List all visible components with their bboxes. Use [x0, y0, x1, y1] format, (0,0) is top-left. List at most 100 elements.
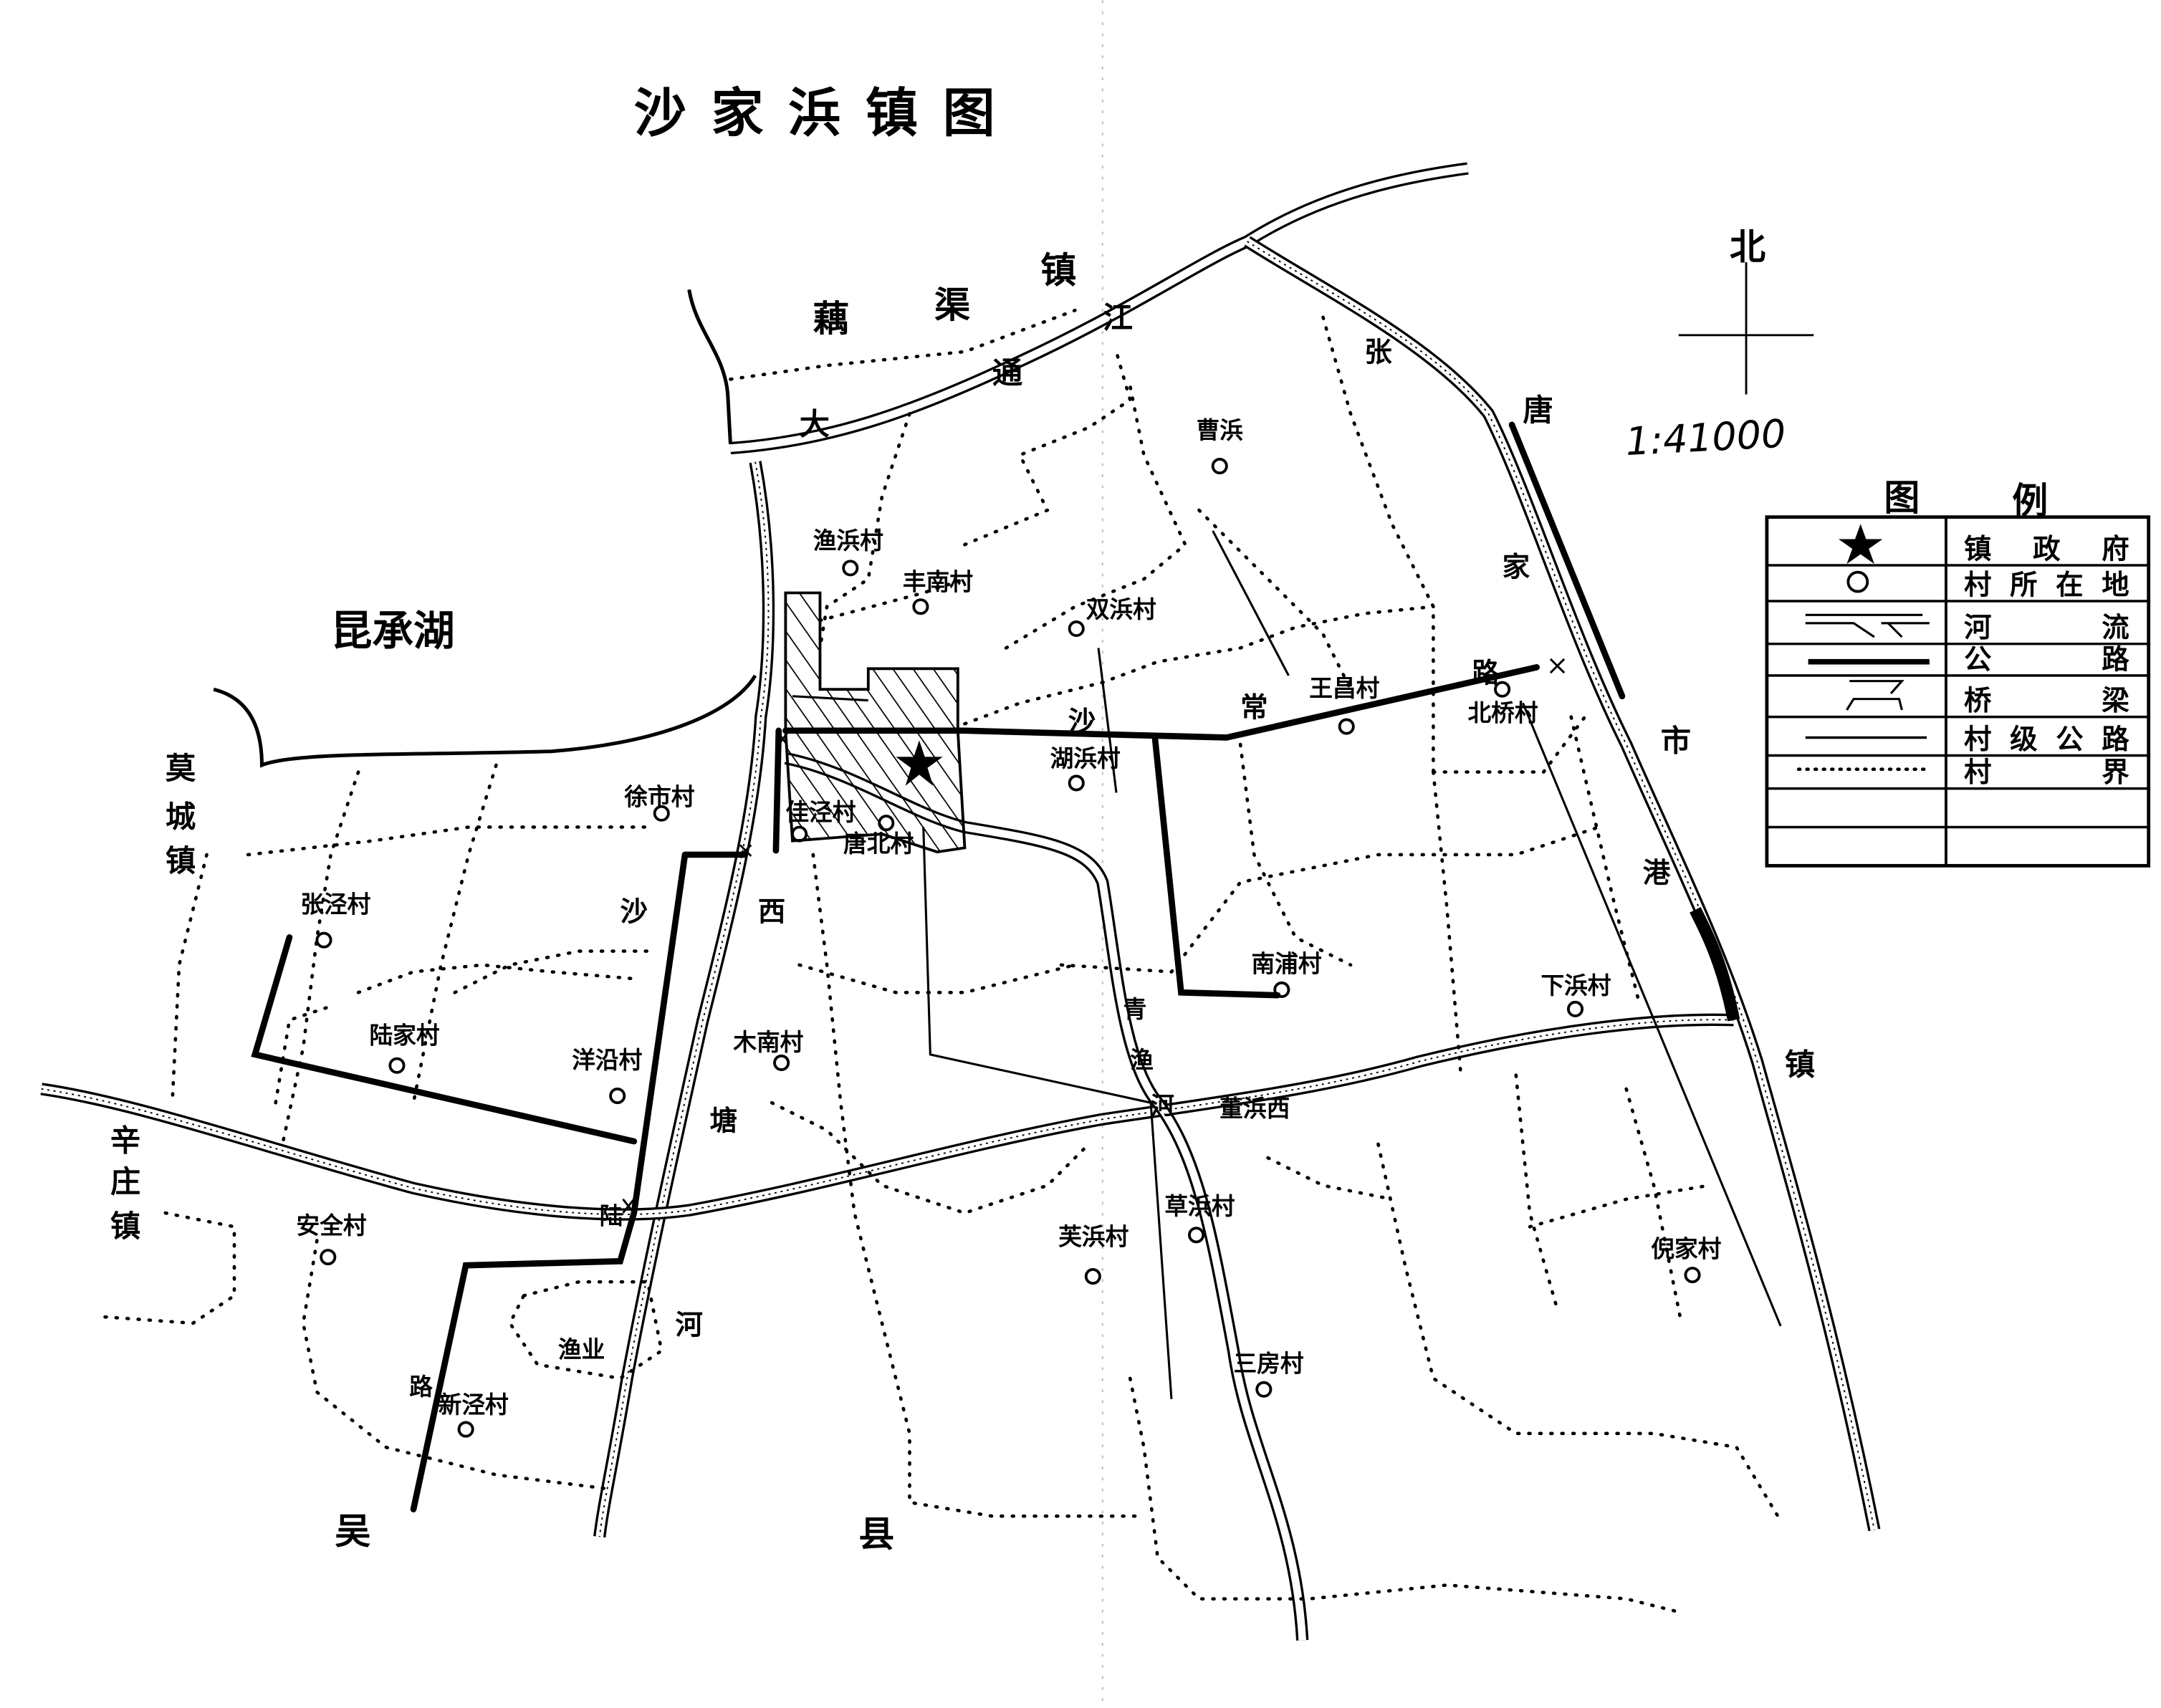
bridge-icon — [622, 658, 1566, 1214]
village-seat-circle-icon — [653, 805, 670, 822]
svg-text:西: 西 — [758, 896, 785, 928]
svg-text:塘: 塘 — [710, 1105, 737, 1138]
svg-text:青: 青 — [1123, 996, 1147, 1023]
svg-text:沙: 沙 — [1068, 706, 1096, 738]
villages: 曹浜渔浜村丰南村双浜村王昌村北桥村湖浜村徐市村佳泾村唐北村张泾村南浦村下浜村陆家… — [297, 417, 1722, 1438]
village-seat-circle-icon — [1068, 620, 1085, 638]
svg-text:江: 江 — [1103, 300, 1133, 335]
village-label: 北桥村 — [1467, 699, 1538, 726]
svg-text:路: 路 — [1472, 658, 1500, 690]
svg-text:辛: 辛 — [110, 1123, 140, 1158]
legend-label: 镇政府 — [1964, 533, 2129, 565]
village: 唐北村 — [843, 815, 914, 858]
village-label: 三房村 — [1234, 1350, 1304, 1377]
legend-label: 村级公路 — [1964, 724, 2129, 756]
river-icon — [1805, 613, 1930, 638]
village-label: 佳泾村 — [785, 799, 856, 826]
village: 芙浜村 — [1058, 1223, 1129, 1285]
village-seat-circle-icon — [842, 560, 859, 577]
village: 丰南村 — [903, 569, 973, 615]
north-label: 北 — [1730, 226, 1765, 268]
village-label: 王昌村 — [1309, 675, 1379, 702]
svg-text:例: 例 — [2012, 480, 2048, 522]
village: 曹浜 — [1197, 417, 1243, 475]
svg-text:路: 路 — [409, 1373, 433, 1401]
svg-text:莫: 莫 — [166, 751, 196, 786]
village-label: 倪家村 — [1651, 1236, 1721, 1263]
village-label: 新泾村 — [439, 1391, 509, 1419]
village-seat-circle-icon — [773, 1054, 790, 1071]
svg-text:河: 河 — [676, 1309, 703, 1341]
svg-text:大: 大 — [800, 406, 830, 441]
svg-text:吴: 吴 — [335, 1511, 370, 1553]
village: 倪家村 — [1651, 1236, 1722, 1284]
svg-text:图: 图 — [1884, 477, 1920, 519]
village-label: 南浦村 — [1252, 950, 1322, 977]
village-seat-circle-icon — [1273, 981, 1290, 999]
village: 双浜村 — [1068, 596, 1156, 638]
svg-text:镇: 镇 — [1785, 1047, 1815, 1083]
legend-label: 村界 — [1964, 757, 2129, 789]
village-seat-circle-icon — [1084, 1268, 1101, 1285]
village-label: 安全村 — [297, 1212, 367, 1239]
village-label: 木南村 — [732, 1029, 803, 1056]
svg-text:唐: 唐 — [1523, 393, 1553, 428]
village-seat-circle-icon — [1068, 774, 1085, 792]
village-seat-circle-icon — [457, 1421, 474, 1438]
village-label: 下浜村 — [1541, 972, 1611, 999]
village-label: 草浜村 — [1164, 1193, 1235, 1220]
star-icon — [1838, 524, 1883, 565]
svg-text:常: 常 — [1240, 692, 1268, 724]
village: 王昌村 — [1309, 675, 1380, 735]
lake-shoreline — [213, 674, 757, 768]
village-seat-circle-icon — [315, 931, 332, 949]
village-boundaries — [95, 308, 1780, 1615]
legend-label: 村所在地 — [1964, 569, 2129, 601]
svg-text:沙: 沙 — [620, 896, 648, 928]
svg-text:镇: 镇 — [166, 843, 196, 878]
village-seat-circle-icon — [1494, 681, 1511, 698]
svg-text:港: 港 — [1643, 857, 1671, 889]
village: 新泾村 — [439, 1391, 509, 1438]
village-label: 双浜村 — [1086, 596, 1156, 623]
svg-text:藕: 藕 — [813, 298, 849, 340]
svg-text:通: 通 — [992, 355, 1023, 390]
creek — [687, 289, 732, 444]
village-label: 芙浜村 — [1058, 1223, 1129, 1250]
village-seat-circle-icon — [1566, 1000, 1584, 1017]
legend-label: 桥梁 — [1964, 685, 2129, 717]
svg-text:陆: 陆 — [600, 1202, 623, 1229]
village-seat-circle-icon — [1338, 718, 1355, 735]
village: 张泾村 — [300, 891, 371, 949]
legend-label: 河流 — [1964, 612, 2129, 644]
highways — [251, 421, 1626, 1512]
svg-text:家: 家 — [1503, 551, 1530, 583]
village-label: 渔浜村 — [813, 527, 883, 555]
village-seat-circle-icon — [388, 1057, 406, 1074]
village: 下浜村 — [1541, 972, 1611, 1017]
village-seat-circle-icon — [1211, 458, 1228, 475]
village: 董浜西 — [1220, 1095, 1290, 1122]
village-label: 唐北村 — [843, 830, 914, 858]
village: 佳泾村 — [785, 799, 856, 843]
north-arrow-icon: 北 — [1678, 226, 1814, 395]
scale-label: 1:41000 — [1624, 411, 1787, 465]
village: 陆家村 — [369, 1022, 440, 1074]
svg-text:渔业: 渔业 — [558, 1336, 605, 1363]
village: 木南村 — [732, 1029, 804, 1071]
svg-text:镇: 镇 — [1040, 250, 1076, 292]
town-government-star-icon — [896, 740, 943, 786]
village: 渔浜村 — [813, 527, 883, 577]
village-label: 董浜西 — [1220, 1095, 1290, 1122]
bridge-icon — [1846, 680, 1904, 711]
village-seat-circle-icon — [1188, 1227, 1205, 1244]
svg-text:昆承湖: 昆承湖 — [331, 607, 455, 656]
svg-text:渔: 渔 — [1130, 1047, 1154, 1074]
svg-text:城: 城 — [166, 799, 196, 834]
village: 三房村 — [1234, 1350, 1304, 1398]
map-title: 沙家浜镇图 — [634, 83, 1020, 144]
village: 徐市村 — [623, 784, 695, 822]
village: 草浜村 — [1164, 1193, 1235, 1244]
